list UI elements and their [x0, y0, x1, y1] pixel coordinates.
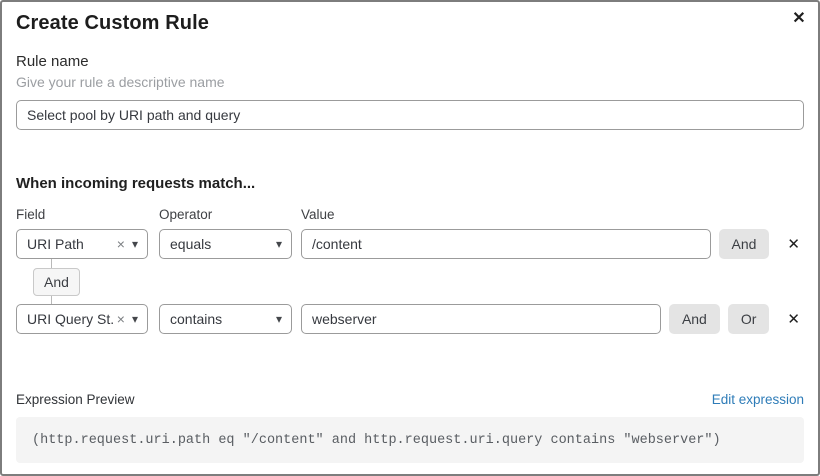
field-select-value: URI Query St... [27, 311, 113, 327]
operator-select-row-2[interactable]: contains ▾ [159, 304, 292, 334]
condition-row-2: URI Query St... × ▾ contains ▾ And Or ✕ [16, 304, 804, 334]
field-select-row-1[interactable]: URI Path × ▾ [16, 229, 148, 259]
chevron-down-icon: ▾ [275, 237, 282, 251]
expression-code-block: (http.request.uri.path eq "/content" and… [16, 417, 804, 463]
close-icon[interactable]: ✕ [788, 8, 810, 30]
chevron-down-icon: ▾ [275, 312, 282, 326]
rule-name-description: Give your rule a descriptive name [16, 74, 225, 90]
chevron-down-icon: ▾ [131, 312, 138, 326]
field-column-label: Field [16, 207, 46, 222]
operator-column-label: Operator [159, 207, 213, 222]
operator-select-row-1[interactable]: equals ▾ [159, 229, 292, 259]
field-select-value: URI Path [27, 236, 84, 252]
operator-select-value: equals [170, 236, 212, 252]
condition-row-1: URI Path × ▾ equals ▾ And ✕ [16, 229, 804, 259]
rule-name-label: Rule name [16, 53, 89, 70]
value-input-row-2[interactable] [301, 304, 661, 334]
and-button-row-1[interactable]: And [718, 229, 770, 259]
or-button-row-2[interactable]: Or [727, 304, 770, 334]
rule-name-input[interactable] [16, 100, 804, 130]
remove-row-icon[interactable]: ✕ [787, 310, 800, 328]
condition-column-headers: Field Operator Value [16, 208, 804, 222]
expression-preview-label: Expression Preview [16, 392, 135, 407]
page-title: Create Custom Rule [16, 12, 209, 34]
condition-connector: And [16, 259, 804, 304]
chevron-down-icon: ▾ [131, 237, 138, 251]
operator-select-value: contains [170, 311, 223, 327]
clear-selection-icon[interactable]: × [116, 236, 125, 252]
value-column-label: Value [301, 207, 335, 222]
field-select-row-2[interactable]: URI Query St... × ▾ [16, 304, 148, 334]
connector-and-badge[interactable]: And [33, 267, 80, 296]
match-section-heading: When incoming requests match... [16, 175, 256, 192]
and-button-row-2[interactable]: And [668, 304, 720, 334]
expression-preview-header: Expression Preview Edit expression [16, 392, 804, 408]
value-input-row-1[interactable] [301, 229, 711, 259]
remove-row-icon[interactable]: ✕ [787, 235, 800, 253]
edit-expression-link[interactable]: Edit expression [711, 392, 804, 407]
clear-selection-icon[interactable]: × [116, 311, 125, 327]
